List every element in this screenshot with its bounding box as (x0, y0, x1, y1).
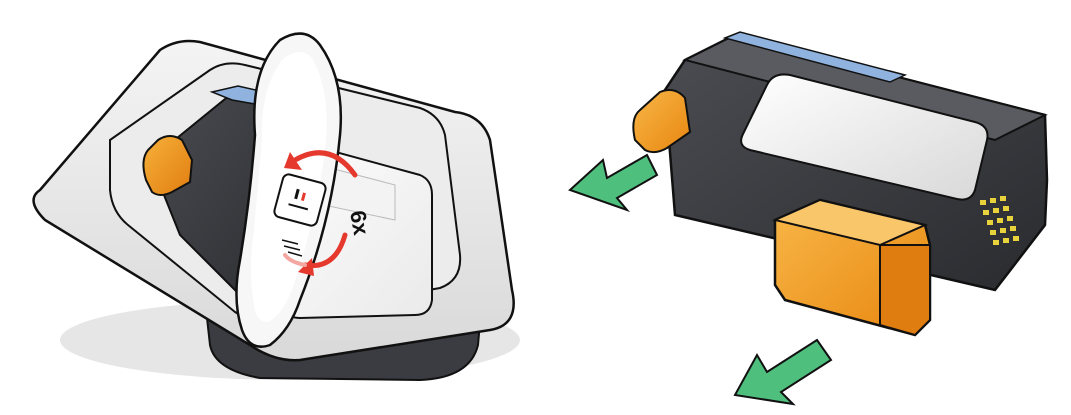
green-arrow-icon-upper (570, 155, 657, 210)
orange-bottom-cap-side (880, 245, 930, 335)
right-illustration-panel (535, 0, 1071, 415)
printhead-caps-illustration (535, 0, 1071, 415)
green-arrow-icon-lower (735, 340, 831, 404)
repeat-count-label: 6x (345, 209, 374, 238)
printhead-tray-illustration: 6x (0, 0, 535, 415)
left-illustration-panel: 6x (0, 0, 535, 415)
